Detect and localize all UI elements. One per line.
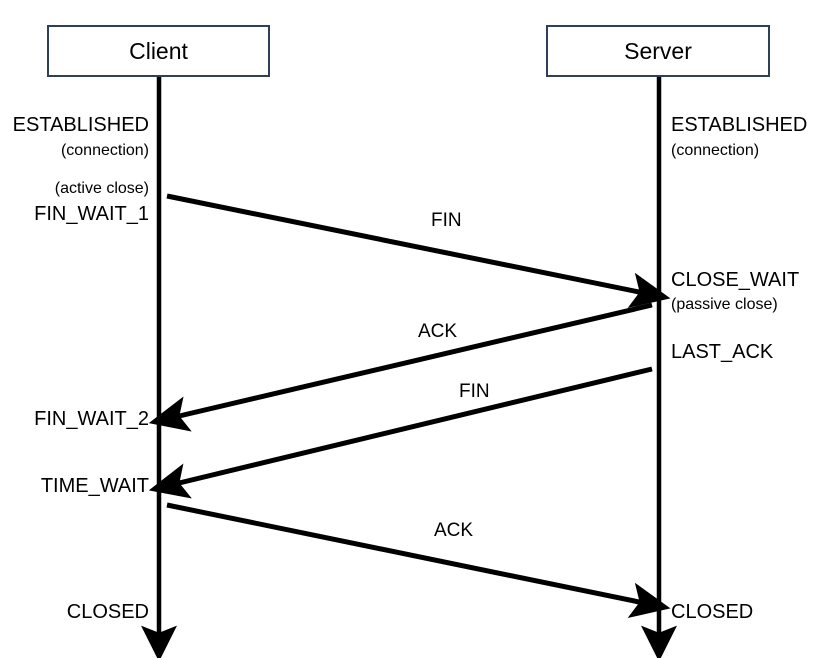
participant-box-client[interactable]: Client bbox=[47, 25, 270, 77]
client-state-time-wait: TIME_WAIT bbox=[40, 475, 149, 497]
client-state-connection-note: (connection) bbox=[60, 142, 149, 159]
message-label-ack-1: ACK bbox=[418, 321, 458, 342]
client-state-established: ESTABLISHED bbox=[12, 114, 149, 136]
server-state-close-wait: CLOSE_WAIT bbox=[671, 269, 800, 291]
participant-box-server[interactable]: Server bbox=[546, 25, 770, 77]
message-label-ack-2: ACK bbox=[434, 520, 474, 541]
server-state-connection-note: (connection) bbox=[671, 142, 760, 159]
message-arrow-fin-2[interactable] bbox=[148, 366, 653, 499]
server-state-passive-close-note: (passive close) bbox=[671, 296, 778, 313]
message-arrow-ack-2[interactable] bbox=[166, 502, 671, 619]
server-state-closed: CLOSED bbox=[671, 601, 754, 623]
message-label-fin-2: FIN bbox=[459, 381, 490, 402]
client-state-closed: CLOSED bbox=[66, 601, 149, 623]
message-arrow-fin-1[interactable] bbox=[166, 193, 671, 309]
participant-label-server: Server bbox=[624, 37, 692, 64]
message-arrow-ack-1[interactable] bbox=[148, 302, 653, 432]
message-label-fin-1: FIN bbox=[431, 210, 462, 231]
client-state-fin-wait-1: FIN_WAIT_1 bbox=[34, 203, 149, 225]
server-state-established: ESTABLISHED bbox=[671, 114, 808, 136]
client-state-fin-wait-2: FIN_WAIT_2 bbox=[34, 408, 149, 430]
client-state-active-close-note: (active close) bbox=[54, 180, 149, 197]
participant-label-client: Client bbox=[129, 37, 188, 64]
server-state-last-ack: LAST_ACK bbox=[671, 341, 774, 363]
